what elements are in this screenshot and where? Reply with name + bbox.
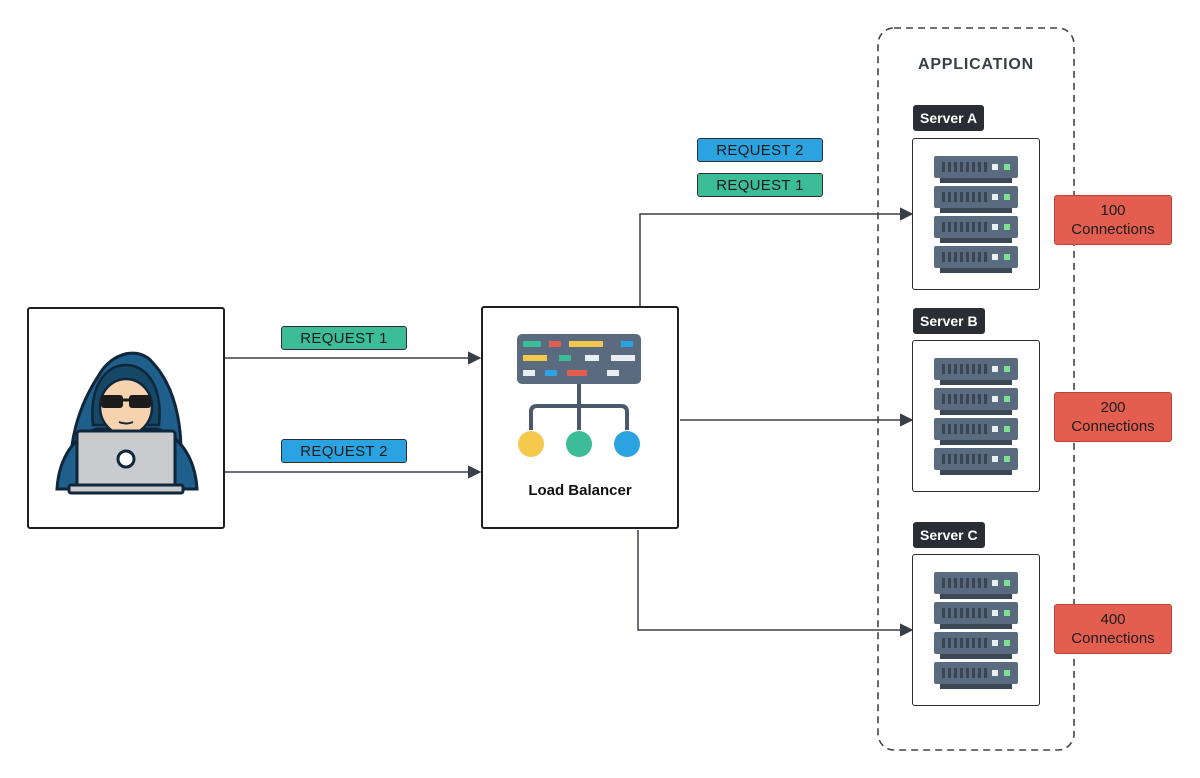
server-c-connections-badge: 400 Connections	[1054, 604, 1172, 654]
hacker-icon	[55, 351, 199, 495]
rack-unit	[933, 417, 1018, 445]
connections-count: 400	[1100, 611, 1126, 628]
rack-unit	[933, 357, 1018, 385]
server-a-connections-badge: 100 Connections	[1054, 195, 1172, 245]
rack-unit	[933, 387, 1018, 415]
arrow-to-server-c	[637, 530, 914, 637]
server-rack-icon	[933, 357, 1018, 475]
server-c-box	[912, 554, 1040, 706]
rack-unit	[933, 447, 1018, 475]
forwarded-request-2-pill: REQUEST 2	[697, 138, 823, 162]
rack-unit	[933, 601, 1018, 629]
connections-label: Connections	[1071, 221, 1155, 238]
rack-unit	[933, 155, 1018, 183]
server-rack-icon	[933, 155, 1018, 273]
server-a-box	[912, 138, 1040, 290]
server-b-box	[912, 340, 1040, 492]
server-b-tag: Server B	[913, 308, 985, 334]
connections-label: Connections	[1071, 630, 1155, 647]
load-balancer-label: Load Balancer	[528, 482, 632, 499]
server-a-tag: Server A	[913, 105, 985, 131]
rack-unit	[933, 245, 1018, 273]
rack-unit	[933, 185, 1018, 213]
load-balancer-icon	[517, 334, 641, 457]
rack-unit	[933, 215, 1018, 243]
connections-count: 100	[1100, 202, 1126, 219]
load-balancer-box	[481, 306, 679, 529]
connections-label: Connections	[1071, 418, 1155, 435]
server-c-tag: Server C	[913, 522, 985, 548]
server-rack-icon	[933, 571, 1018, 689]
application-title: APPLICATION	[917, 56, 1035, 73]
client-box	[27, 307, 225, 529]
connections-count: 200	[1100, 399, 1126, 416]
application-container	[877, 27, 1075, 751]
arrow-to-server-a	[639, 207, 914, 306]
server-b-connections-badge: 200 Connections	[1054, 392, 1172, 442]
rack-unit	[933, 571, 1018, 599]
request-1-pill: REQUEST 1	[281, 326, 407, 350]
rack-unit	[933, 631, 1018, 659]
rack-unit	[933, 661, 1018, 689]
forwarded-request-1-pill: REQUEST 1	[697, 173, 823, 197]
request-2-pill: REQUEST 2	[281, 439, 407, 463]
